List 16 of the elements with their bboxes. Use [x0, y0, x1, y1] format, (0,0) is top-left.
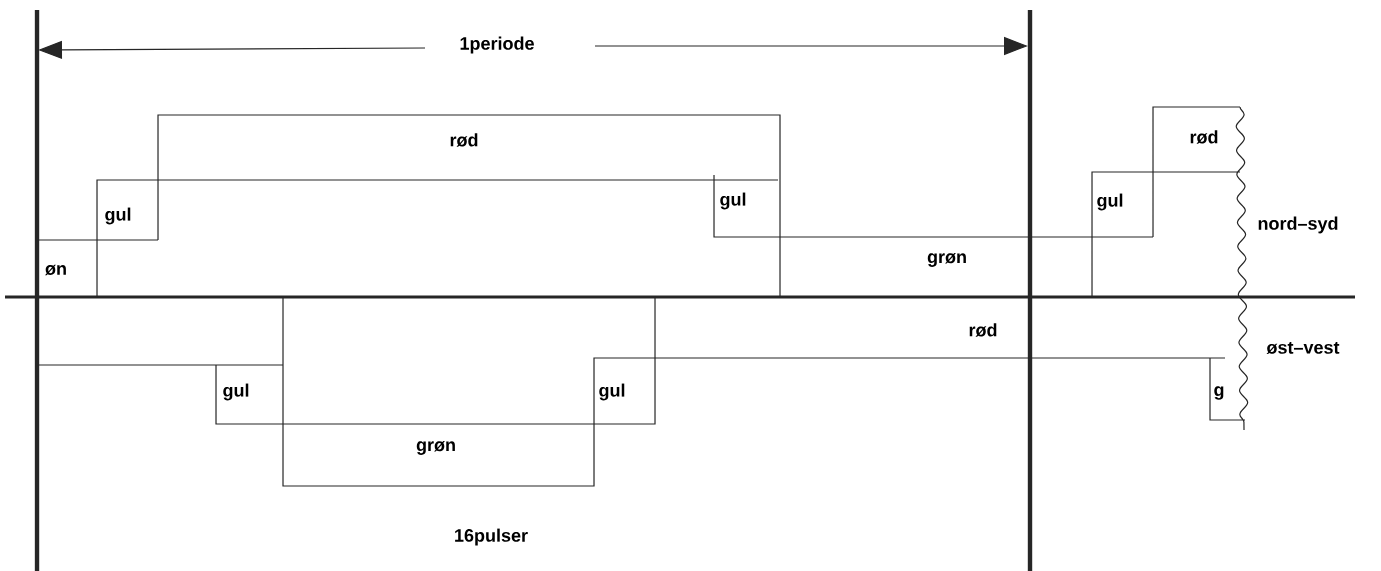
signal-label: rød	[969, 323, 997, 337]
signal-label: øn	[45, 264, 66, 276]
signal-label: gul	[223, 383, 249, 401]
direction-label: øst–vest	[1266, 341, 1340, 355]
signal-label: g	[1214, 386, 1224, 400]
period-label: 1periode	[460, 36, 534, 54]
pulse-count-label: 16pulser	[455, 528, 528, 546]
signal-label: grøn	[927, 253, 966, 267]
signal-label: gul	[105, 207, 131, 225]
signal-label: rød	[1190, 130, 1218, 144]
direction-label: nord–syd	[1258, 216, 1338, 234]
signal-label: gul	[720, 192, 746, 210]
signal-label: gul	[599, 383, 625, 401]
signal-label: rød	[450, 133, 478, 147]
signal-label: grøn	[416, 441, 455, 455]
signal-label: gul	[1097, 193, 1123, 211]
